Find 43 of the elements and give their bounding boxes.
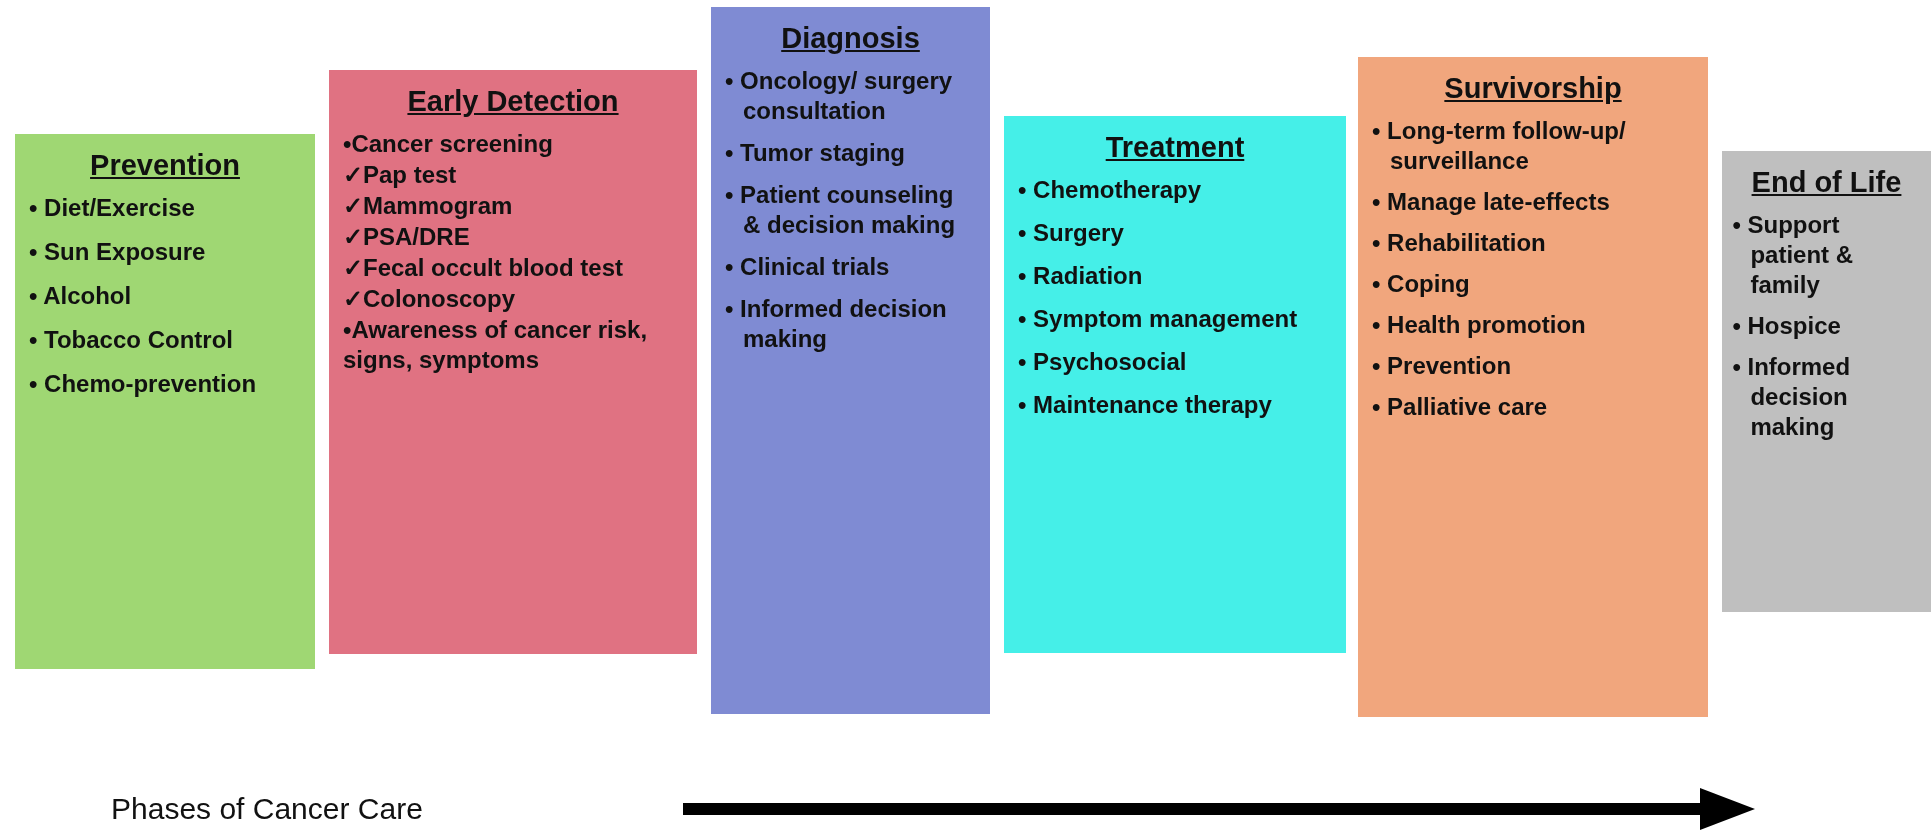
- list-item: • Rehabilitation: [1372, 227, 1547, 258]
- list-item: ✓Mammogram: [343, 190, 514, 221]
- list-item: • Radiation: [1018, 260, 1144, 291]
- list-item: • Tumor staging: [725, 137, 906, 168]
- phase-box: [329, 70, 697, 654]
- phase-heading: End of Life: [1750, 165, 1903, 200]
- list-item: • Manage late-effects: [1372, 186, 1611, 217]
- list-item: ✓Fecal occult blood test: [343, 252, 625, 283]
- list-item: • Clinical trials: [725, 251, 891, 282]
- list-item: • Oncology/ surgery consultation: [725, 65, 954, 126]
- list-item: • Palliative care: [1372, 391, 1549, 422]
- list-item: ✓PSA/DRE: [343, 221, 471, 252]
- list-item: • Psychosocial: [1018, 346, 1188, 377]
- phase-heading: Early Detection: [406, 84, 620, 119]
- phase-box: [1358, 57, 1708, 717]
- list-item: • Diet/Exercise: [29, 192, 196, 223]
- phase-box: [711, 7, 990, 714]
- phase-heading: Diagnosis: [780, 21, 921, 56]
- list-item: • Patient counseling & decision making: [725, 179, 957, 240]
- list-item: • Sun Exposure: [29, 236, 207, 267]
- list-item: • Symptom management: [1018, 303, 1299, 334]
- list-item: • Surgery: [1018, 217, 1125, 248]
- list-item: • Tobacco Control: [29, 324, 234, 355]
- phase-heading: Prevention: [89, 148, 241, 183]
- list-item: • Chemotherapy: [1018, 174, 1203, 205]
- list-item: ✓Colonoscopy: [343, 283, 516, 314]
- list-item: • Prevention: [1372, 350, 1513, 381]
- phase-heading: Survivorship: [1443, 71, 1623, 106]
- axis-label: Phases of Cancer Care: [111, 792, 423, 826]
- phase-box: [1722, 151, 1931, 612]
- list-item: •Cancer screening: [343, 128, 554, 159]
- phase-heading: Treatment: [1104, 130, 1246, 165]
- list-item: • Coping: [1372, 268, 1471, 299]
- list-item: • Health promotion: [1372, 309, 1587, 340]
- list-item: • Chemo-prevention: [29, 368, 258, 399]
- phase-box: [15, 134, 315, 669]
- list-item: • Alcohol: [29, 280, 133, 311]
- list-item: •Awareness of cancer risk, signs, symptoms: [343, 314, 649, 375]
- list-item: • Informed decision making: [725, 293, 948, 354]
- list-item: • Long-term follow-up/ surveillance: [1372, 115, 1627, 176]
- list-item: ✓Pap test: [343, 159, 458, 190]
- list-item: • Maintenance therapy: [1018, 389, 1273, 420]
- phase-box: [1004, 116, 1346, 653]
